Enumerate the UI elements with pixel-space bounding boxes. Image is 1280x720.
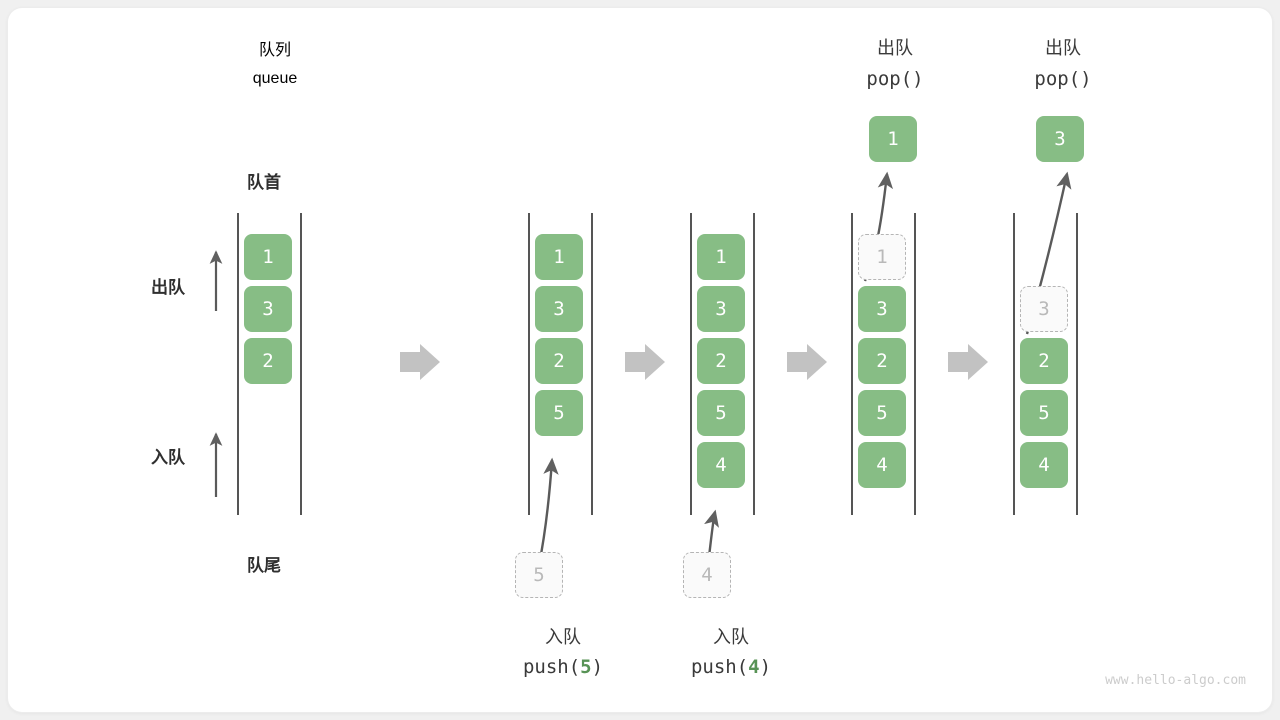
queue-rail-right	[753, 213, 755, 515]
queue-item: 5	[1020, 390, 1068, 436]
push-5-code-num: 5	[580, 656, 592, 678]
queue-item: 5	[858, 390, 906, 436]
push-5-arrow	[537, 457, 559, 566]
pop-3-op-code: pop()	[1034, 68, 1092, 90]
queue-item: 3	[858, 286, 906, 332]
flow-arrow-3	[787, 344, 827, 380]
queue-item: 3	[697, 286, 745, 332]
queue-item: 5	[535, 390, 583, 436]
flow-arrow-1	[400, 344, 440, 380]
diagram-card: 队列 queue 队首 队尾 出队 入队 1 3 2 1 3 2 5 5 入队 …	[8, 8, 1272, 712]
push-4-op-code: push(4)	[666, 656, 796, 678]
push-5-op-label: 入队	[545, 627, 581, 647]
queue-rail-right	[591, 213, 593, 515]
queue-item: 2	[697, 338, 745, 384]
push-5-op-code: push(5)	[498, 656, 628, 678]
queue-item: 2	[535, 338, 583, 384]
queue-item: 2	[1020, 338, 1068, 384]
queue-rail-right	[300, 213, 302, 515]
queue-rail-left	[528, 213, 530, 515]
queue-item: 1	[244, 234, 292, 280]
enqueue-label: 入队	[151, 448, 185, 467]
pop-1-op-code: pop()	[866, 68, 924, 90]
queue-rail-left	[851, 213, 853, 515]
queue-item: 4	[697, 442, 745, 488]
incoming-item-ghost: 5	[515, 552, 563, 598]
queue-item: 1	[535, 234, 583, 280]
queue-item-ghost: 1	[858, 234, 906, 280]
queue-item-ghost: 3	[1020, 286, 1068, 332]
push-5-code-suffix: )	[591, 656, 604, 678]
queue-rail-right	[914, 213, 916, 515]
diagram-canvas: 队列 queue 队首 队尾 出队 入队 1 3 2 1 3 2 5 5 入队 …	[8, 8, 1272, 712]
queue-item: 3	[244, 286, 292, 332]
queue-title-cn: 队列	[258, 42, 291, 59]
queue-item: 4	[1020, 442, 1068, 488]
flow-arrow-2	[625, 344, 665, 380]
diagram-overlay	[209, 171, 1072, 566]
queue-item: 4	[858, 442, 906, 488]
incoming-item-ghost: 4	[683, 552, 731, 598]
queue-item: 1	[697, 234, 745, 280]
watermark: www.hello-algo.com	[1105, 673, 1246, 688]
queue-rail-left	[690, 213, 692, 515]
push-4-code-num: 4	[748, 656, 760, 678]
flow-arrow-4	[948, 344, 988, 380]
push-4-code-prefix: push(	[690, 656, 749, 678]
outgoing-item: 1	[869, 116, 917, 162]
pop-3-op-label: 出队	[1045, 38, 1081, 58]
push-4-code-suffix: )	[759, 656, 772, 678]
push-4-op-label: 入队	[713, 627, 749, 647]
queue-head-label: 队首	[247, 173, 281, 192]
queue-item: 2	[244, 338, 292, 384]
outgoing-item: 3	[1036, 116, 1084, 162]
queue-item: 5	[697, 390, 745, 436]
push-5-code-prefix: push(	[522, 656, 581, 678]
pop-1-op-label: 出队	[877, 38, 913, 58]
queue-rail-right	[1076, 213, 1078, 515]
queue-rail-left	[237, 213, 239, 515]
queue-title-en: queue	[252, 70, 298, 87]
queue-tail-label: 队尾	[247, 556, 281, 575]
dequeue-label: 出队	[151, 278, 185, 297]
queue-item: 3	[535, 286, 583, 332]
queue-item: 2	[858, 338, 906, 384]
queue-rail-left	[1013, 213, 1015, 515]
